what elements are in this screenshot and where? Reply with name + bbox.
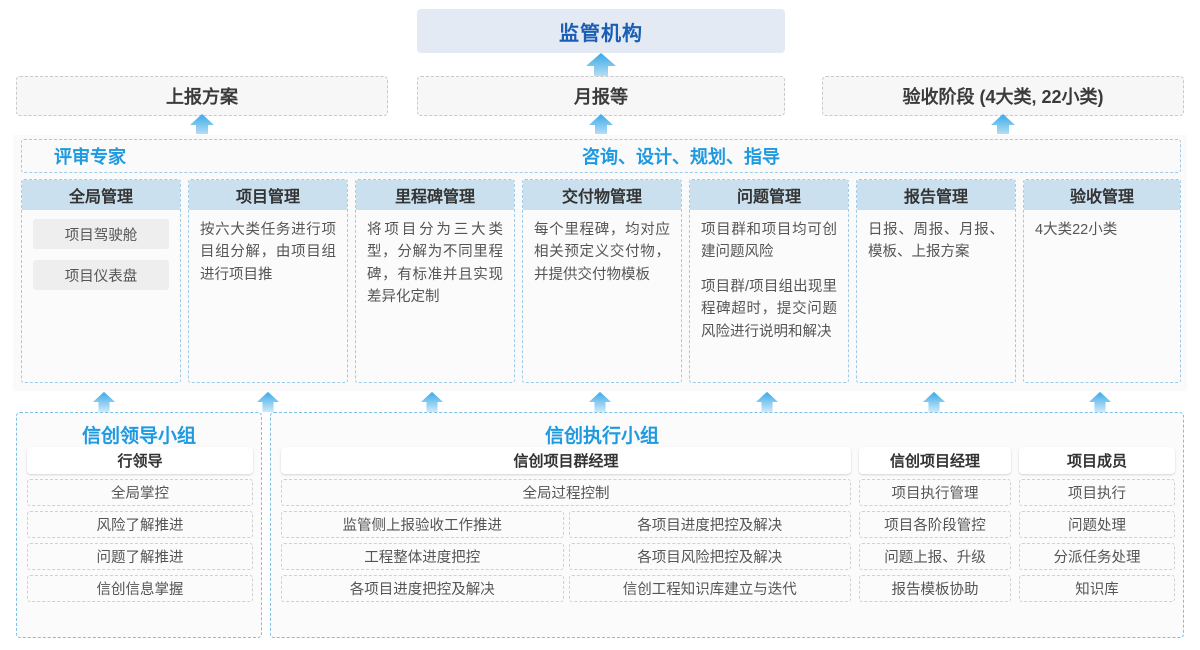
- column-body: 4大类22小类: [1024, 210, 1180, 247]
- advisory-band-left-label: 评审专家: [54, 147, 126, 167]
- role-column-bank-leader: 行领导 全局掌控 风险了解推进 问题了解推进 信创信息掌握: [27, 447, 253, 602]
- column-header: 全局管理: [22, 180, 180, 210]
- top-card-report-plan[interactable]: 上报方案: [16, 76, 388, 116]
- column-header: 报告管理: [857, 180, 1015, 210]
- top-card-label: 验收阶段 (4大类, 22小类): [902, 87, 1104, 107]
- role-item[interactable]: 问题处理: [1019, 511, 1175, 538]
- arrow-to-top-1: [588, 114, 614, 136]
- role-item[interactable]: 项目执行: [1019, 479, 1175, 506]
- role-item[interactable]: 全局掌控: [27, 479, 253, 506]
- role-item[interactable]: 各项目进度把控及解决: [281, 575, 564, 602]
- column-header: 里程碑管理: [356, 180, 514, 210]
- role-item[interactable]: 知识库: [1019, 575, 1175, 602]
- arrow-to-middle-2: [420, 391, 444, 413]
- role-item[interactable]: 各项目风险把控及解决: [568, 543, 851, 570]
- group-title: 信创领导小组: [81, 426, 196, 447]
- arrow-to-middle-1: [256, 391, 280, 413]
- column-body: 每个里程碑，均对应相关预定义交付物，并提供交付物模板: [523, 210, 681, 292]
- chip-item[interactable]: 项目驾驶舱: [33, 219, 169, 249]
- arrow-to-middle-3: [588, 391, 612, 413]
- arrow-regulator-up: [585, 53, 617, 77]
- role-item[interactable]: 项目执行管理: [859, 479, 1011, 506]
- column-paragraph: 4大类22小类: [1035, 222, 1118, 238]
- role-item[interactable]: 问题了解推进: [27, 543, 253, 570]
- column-header: 项目管理: [189, 180, 347, 210]
- arrow-to-middle-6: [1088, 391, 1112, 413]
- role-item[interactable]: 信创信息掌握: [27, 575, 253, 602]
- capability-column-report-management[interactable]: 报告管理 日报、周报、月报、模板、上报方案: [856, 179, 1016, 383]
- column-paragraph: 项目群和项目均可创建问题风险: [701, 222, 837, 261]
- advisory-band: 评审专家 咨询、设计、规划、指导: [21, 139, 1181, 173]
- role-header[interactable]: 信创项目经理: [859, 447, 1011, 474]
- column-body: 项目驾驶舱 项目仪表盘: [22, 210, 180, 307]
- role-header[interactable]: 行领导: [27, 447, 253, 474]
- role-item[interactable]: 报告模板协助: [859, 575, 1011, 602]
- arrow-to-middle-5: [922, 391, 946, 413]
- role-column-program-manager: 信创项目群经理 全局过程控制 监管侧上报验收工作推进 各项目进度把控及解决 工程…: [281, 447, 851, 602]
- role-item[interactable]: 分派任务处理: [1019, 543, 1175, 570]
- capability-column-global-management[interactable]: 全局管理 项目驾驶舱 项目仪表盘: [21, 179, 181, 383]
- column-header: 验收管理: [1024, 180, 1180, 210]
- capability-column-milestone-management[interactable]: 里程碑管理 将项目分为三大类型，分解为不同里程碑，有标准并且实现差异化定制: [355, 179, 515, 383]
- chip-item[interactable]: 项目仪表盘: [33, 260, 169, 290]
- role-header[interactable]: 项目成员: [1019, 447, 1175, 474]
- top-card-monthly-report[interactable]: 月报等: [417, 76, 785, 116]
- regulator-box: 监管机构: [417, 9, 785, 53]
- role-column-project-manager: 信创项目经理 项目执行管理 项目各阶段管控 问题上报、升级 报告模板协助: [859, 447, 1011, 602]
- column-body: 按六大类任务进行项目组分解，由项目组进行项目推: [189, 210, 347, 292]
- role-item[interactable]: 问题上报、升级: [859, 543, 1011, 570]
- advisory-band-center-label: 咨询、设计、规划、指导: [582, 147, 780, 167]
- role-item[interactable]: 风险了解推进: [27, 511, 253, 538]
- column-body: 将项目分为三大类型，分解为不同里程碑，有标准并且实现差异化定制: [356, 210, 514, 315]
- column-paragraph: 按六大类任务进行项目组分解，由项目组进行项目推: [200, 222, 336, 283]
- arrow-to-top-0: [189, 114, 215, 136]
- role-item[interactable]: 各项目进度把控及解决: [568, 511, 851, 538]
- column-paragraph: 每个里程碑，均对应相关预定义交付物，并提供交付物模板: [534, 222, 670, 283]
- group-execution: 信创执行小组 信创项目群经理 全局过程控制 监管侧上报验收工作推进 各项目进度把…: [270, 412, 1184, 638]
- role-item[interactable]: 项目各阶段管控: [859, 511, 1011, 538]
- role-item[interactable]: 信创工程知识库建立与迭代: [568, 575, 851, 602]
- group-leadership: 信创领导小组 行领导 全局掌控 风险了解推进 问题了解推进 信创信息掌握: [16, 412, 262, 638]
- role-item-grid: 监管侧上报验收工作推进 各项目进度把控及解决 工程整体进度把控 各项目风险把控及…: [281, 511, 851, 602]
- column-paragraph: 项目群/项目组出现里程碑超时，提交问题风险进行说明和解决: [701, 278, 837, 340]
- capability-panel: 评审专家 咨询、设计、规划、指导 全局管理 项目驾驶舱 项目仪表盘 项目管理 按…: [12, 134, 1188, 392]
- column-paragraph: 将项目分为三大类型，分解为不同里程碑，有标准并且实现差异化定制: [367, 222, 503, 306]
- column-paragraph: 日报、周报、月报、模板、上报方案: [868, 222, 1004, 261]
- role-header[interactable]: 信创项目群经理: [281, 447, 851, 474]
- column-body: 项目群和项目均可创建问题风险 项目群/项目组出现里程碑超时，提交问题风险进行说明…: [690, 210, 848, 349]
- execution-role-area: 信创项目群经理 全局过程控制 监管侧上报验收工作推进 各项目进度把控及解决 工程…: [281, 447, 1175, 629]
- column-header: 交付物管理: [523, 180, 681, 210]
- role-item[interactable]: 全局过程控制: [281, 479, 851, 506]
- capability-column-acceptance-management[interactable]: 验收管理 4大类22小类: [1023, 179, 1181, 383]
- top-card-label: 上报方案: [166, 87, 238, 107]
- capability-column-project-management[interactable]: 项目管理 按六大类任务进行项目组分解，由项目组进行项目推: [188, 179, 348, 383]
- role-column-project-member: 项目成员 项目执行 问题处理 分派任务处理 知识库: [1019, 447, 1175, 602]
- group-title: 信创执行小组: [544, 426, 659, 447]
- arrow-to-middle-0: [92, 391, 116, 413]
- capability-column-issue-management[interactable]: 问题管理 项目群和项目均可创建问题风险 项目群/项目组出现里程碑超时，提交问题风…: [689, 179, 849, 383]
- arrow-to-middle-4: [755, 391, 779, 413]
- role-item[interactable]: 监管侧上报验收工作推进: [281, 511, 564, 538]
- column-body: 日报、周报、月报、模板、上报方案: [857, 210, 1015, 270]
- capability-column-deliverable-management[interactable]: 交付物管理 每个里程碑，均对应相关预定义交付物，并提供交付物模板: [522, 179, 682, 383]
- top-card-acceptance-stage[interactable]: 验收阶段 (4大类, 22小类): [822, 76, 1184, 116]
- arrow-to-top-2: [990, 114, 1016, 136]
- top-card-label: 月报等: [574, 87, 628, 107]
- role-item[interactable]: 工程整体进度把控: [281, 543, 564, 570]
- column-header: 问题管理: [690, 180, 848, 210]
